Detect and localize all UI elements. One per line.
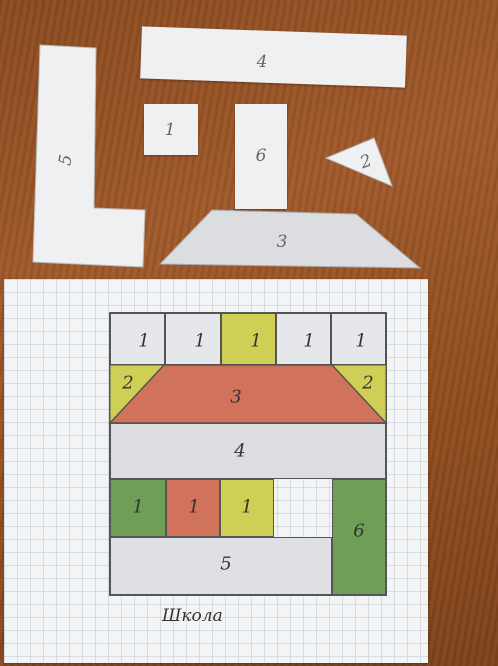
digit-6-door: 6	[353, 521, 364, 542]
digit-1-window-a: 1	[132, 497, 143, 518]
digit-1-window-c: 1	[241, 497, 252, 518]
digit-1-window-b: 1	[188, 497, 199, 518]
cutout-label-3: 3	[277, 232, 288, 252]
cutout-label-1: 1	[165, 120, 176, 140]
cutout-long-rectangle	[140, 26, 407, 87]
digit-2-right: 2	[362, 373, 373, 394]
cutout-label-4: 4	[257, 52, 268, 72]
cutout-trapezoid	[160, 210, 420, 268]
band-4	[110, 423, 386, 479]
digit-2-left: 2	[122, 373, 133, 394]
digit-3-roof: 3	[230, 387, 241, 408]
drawing-caption: Школа	[162, 606, 223, 626]
digit-4-band: 4	[234, 441, 245, 462]
cutout-label-6: 6	[256, 146, 267, 166]
digit-5-base: 5	[220, 554, 231, 575]
cutout-triangle	[326, 138, 392, 186]
